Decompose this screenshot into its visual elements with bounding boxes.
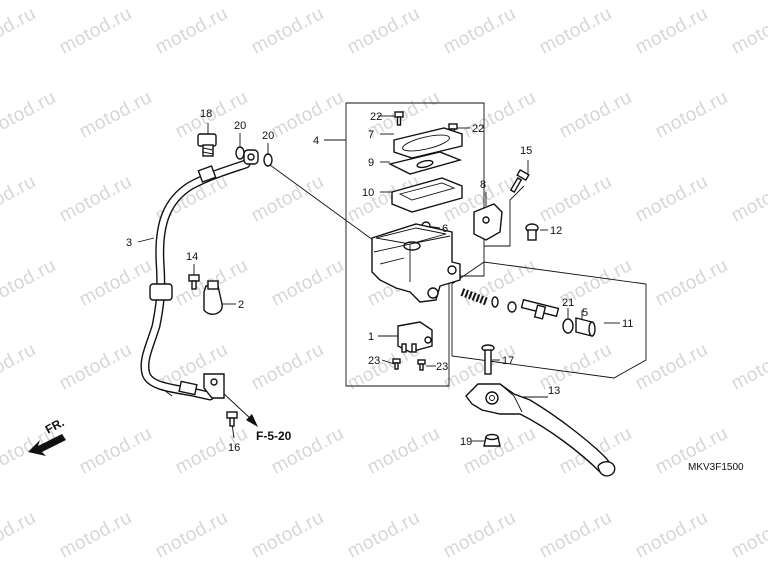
piston-set-group-outline [451,261,647,379]
screw-23 [392,358,401,370]
bolt-16 [226,411,238,427]
screw-23 [417,359,426,371]
bolt-12 [525,223,539,241]
leader-lines [137,115,620,442]
callout-22: 22 [472,123,484,135]
callout-15: 15 [520,145,532,157]
diagram-code: MKV3F1500 [688,462,744,473]
piston-set [460,288,596,337]
callout-23: 23 [436,361,448,373]
clutch-switch [397,321,433,353]
lever-nut [483,433,501,447]
hose-grommet [149,283,173,301]
callout-1: 1 [368,331,374,343]
clutch-hose [140,159,251,401]
reference-page-label: F-5-20 [256,429,292,443]
callout-labels: 18 20 20 3 14 2 4 22 22 7 9 10 6 8 15 12… [126,108,633,454]
hose-banjo-fitting [243,149,259,165]
banjo-bolt [197,133,217,157]
callout-4: 4 [313,135,319,147]
callout-23: 23 [368,355,380,367]
callout-17: 17 [502,355,514,367]
callout-3: 3 [126,237,132,249]
bolt-15 [509,168,530,194]
sealing-washer [235,146,245,160]
clutch-lever [465,383,616,477]
sealing-washer [263,153,273,167]
callout-11: 11 [622,318,633,330]
callout-20: 20 [262,130,274,142]
lever-pivot-bolt [481,344,495,375]
callout-10: 10 [362,187,374,199]
callout-16: 16 [228,442,240,454]
front-label: FR. [43,415,67,436]
hose-clamp [203,373,225,399]
callout-19: 19 [460,436,472,448]
callout-18: 18 [200,108,212,120]
bolt-14 [188,274,200,290]
hose-clamp-2 [203,280,223,315]
callout-13: 13 [548,385,560,397]
callout-14: 14 [186,251,198,263]
callout-12: 12 [550,225,562,237]
callout-20: 20 [234,120,246,132]
master-cylinder-body [371,223,461,303]
front-direction-arrow [28,434,66,456]
reservoir-diaphragm [391,177,463,213]
callout-6: 6 [442,223,448,235]
reservoir-cap [393,127,463,159]
callout-8: 8 [480,179,486,191]
callout-9: 9 [368,157,374,169]
callout-5: 5 [582,307,588,319]
screw-22 [394,111,404,126]
callout-7: 7 [368,129,374,141]
callout-21: 21 [562,297,574,309]
callout-2: 2 [238,299,244,311]
callout-22: 22 [370,111,382,123]
